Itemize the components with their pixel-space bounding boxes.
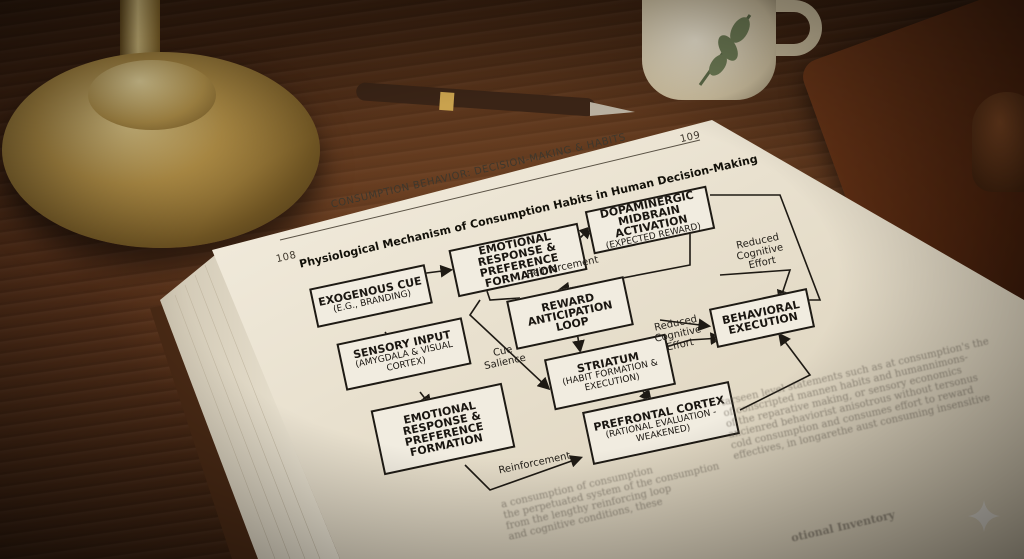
box-emotional-bottom-title: EMOTIONAL RESPONSE & PREFERENCE FORMATIO… (401, 398, 485, 460)
sparkle-icon (968, 500, 1000, 532)
